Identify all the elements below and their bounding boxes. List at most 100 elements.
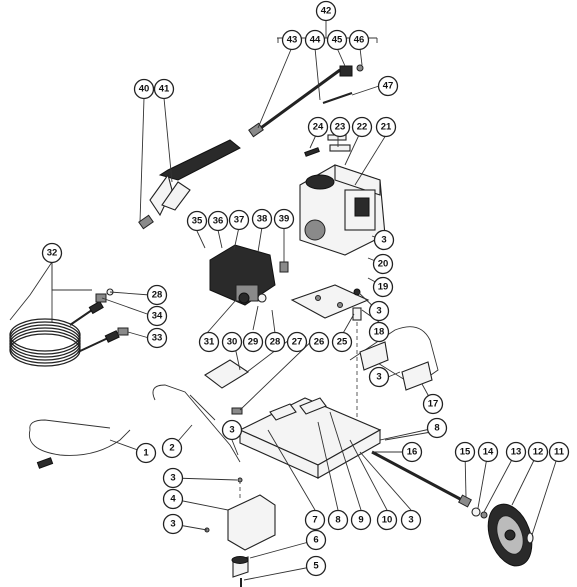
svg-text:3: 3	[408, 515, 413, 526]
callout-40: 40	[133, 78, 155, 100]
svg-text:11: 11	[554, 447, 565, 458]
callout-45: 45	[326, 29, 348, 51]
callout-18: 18	[368, 321, 390, 343]
svg-text:31: 31	[204, 337, 215, 348]
callout-31: 31	[198, 331, 220, 353]
spray-gun	[138, 139, 241, 230]
axle-and-wheel	[371, 450, 534, 567]
callout-13: 13	[505, 441, 527, 463]
svg-text:2: 2	[169, 443, 174, 454]
callout-44: 44	[304, 29, 326, 51]
callout-3: 3	[373, 229, 395, 251]
svg-text:34: 34	[152, 311, 163, 322]
svg-text:16: 16	[407, 447, 418, 458]
callout-16: 16	[401, 441, 423, 463]
svg-text:6: 6	[313, 535, 318, 546]
callout-21: 21	[375, 116, 397, 138]
callout-3: 3	[162, 467, 184, 489]
frame-handle	[349, 307, 439, 445]
svg-text:44: 44	[310, 35, 321, 46]
svg-text:37: 37	[234, 215, 245, 226]
svg-text:23: 23	[335, 122, 346, 133]
callout-22: 22	[351, 116, 373, 138]
svg-text:3: 3	[229, 425, 234, 436]
callout-43: 43	[281, 29, 303, 51]
svg-text:32: 32	[47, 248, 58, 259]
callout-4: 4	[162, 488, 184, 510]
callout-36: 36	[207, 210, 229, 232]
svg-text:42: 42	[321, 6, 332, 17]
callout-24: 24	[307, 116, 329, 138]
foot-bracket	[204, 477, 276, 587]
callout-33: 33	[146, 327, 168, 349]
svg-text:4: 4	[170, 494, 176, 505]
svg-text:30: 30	[227, 337, 238, 348]
svg-text:3: 3	[170, 473, 175, 484]
callout-14: 14	[477, 441, 499, 463]
engine-mount-plate	[290, 284, 370, 319]
callout-30: 30	[221, 331, 243, 353]
callout-23: 23	[329, 116, 351, 138]
svg-text:43: 43	[287, 35, 298, 46]
svg-text:26: 26	[314, 337, 325, 348]
callout-28: 28	[264, 331, 286, 353]
hose-coil	[9, 288, 129, 367]
callout-37: 37	[228, 209, 250, 231]
callout-19: 19	[372, 276, 394, 298]
base-frame	[238, 397, 382, 479]
callout-15: 15	[454, 441, 476, 463]
engine	[299, 134, 386, 256]
callout-3: 3	[162, 513, 184, 535]
front-handle	[152, 359, 250, 463]
callout-6: 6	[305, 529, 327, 551]
svg-text:8: 8	[434, 423, 439, 434]
svg-text:15: 15	[460, 447, 471, 458]
callout-35: 35	[186, 210, 208, 232]
svg-text:38: 38	[257, 214, 268, 225]
svg-text:10: 10	[382, 515, 393, 526]
svg-text:1: 1	[143, 448, 149, 459]
callout-42: 42	[315, 0, 337, 22]
callout-7: 7	[304, 509, 326, 531]
svg-text:36: 36	[213, 216, 224, 227]
svg-text:28: 28	[152, 290, 163, 301]
callout-28: 28	[146, 284, 168, 306]
svg-text:3: 3	[381, 235, 386, 246]
svg-text:21: 21	[381, 122, 392, 133]
svg-text:24: 24	[313, 122, 324, 133]
callout-26: 26	[308, 331, 330, 353]
svg-text:47: 47	[383, 81, 394, 92]
callout-3: 3	[221, 419, 243, 441]
lance-wand	[248, 64, 364, 138]
svg-text:39: 39	[279, 214, 290, 225]
svg-text:29: 29	[248, 337, 259, 348]
svg-text:3: 3	[170, 519, 175, 530]
svg-text:5: 5	[313, 561, 319, 572]
svg-text:8: 8	[335, 515, 340, 526]
callout-20: 20	[372, 253, 394, 275]
svg-text:46: 46	[354, 35, 365, 46]
callout-17: 17	[422, 393, 444, 415]
callout-32: 32	[41, 242, 63, 264]
callout-11: 11	[548, 441, 570, 463]
svg-text:17: 17	[428, 399, 439, 410]
callout-10: 10	[376, 509, 398, 531]
svg-text:33: 33	[152, 333, 163, 344]
callout-34: 34	[146, 305, 168, 327]
callout-12: 12	[527, 441, 549, 463]
callout-39: 39	[273, 208, 295, 230]
svg-text:19: 19	[378, 282, 389, 293]
callout-41: 41	[153, 78, 175, 100]
callout-3: 3	[400, 509, 422, 531]
callout-1: 1	[135, 442, 157, 464]
callout-38: 38	[251, 208, 273, 230]
svg-text:35: 35	[192, 216, 203, 227]
svg-text:27: 27	[292, 337, 303, 348]
svg-text:45: 45	[332, 35, 343, 46]
svg-text:12: 12	[533, 447, 544, 458]
svg-text:40: 40	[139, 84, 150, 95]
svg-text:20: 20	[378, 259, 389, 270]
callout-5: 5	[305, 555, 327, 577]
svg-text:3: 3	[376, 306, 381, 317]
